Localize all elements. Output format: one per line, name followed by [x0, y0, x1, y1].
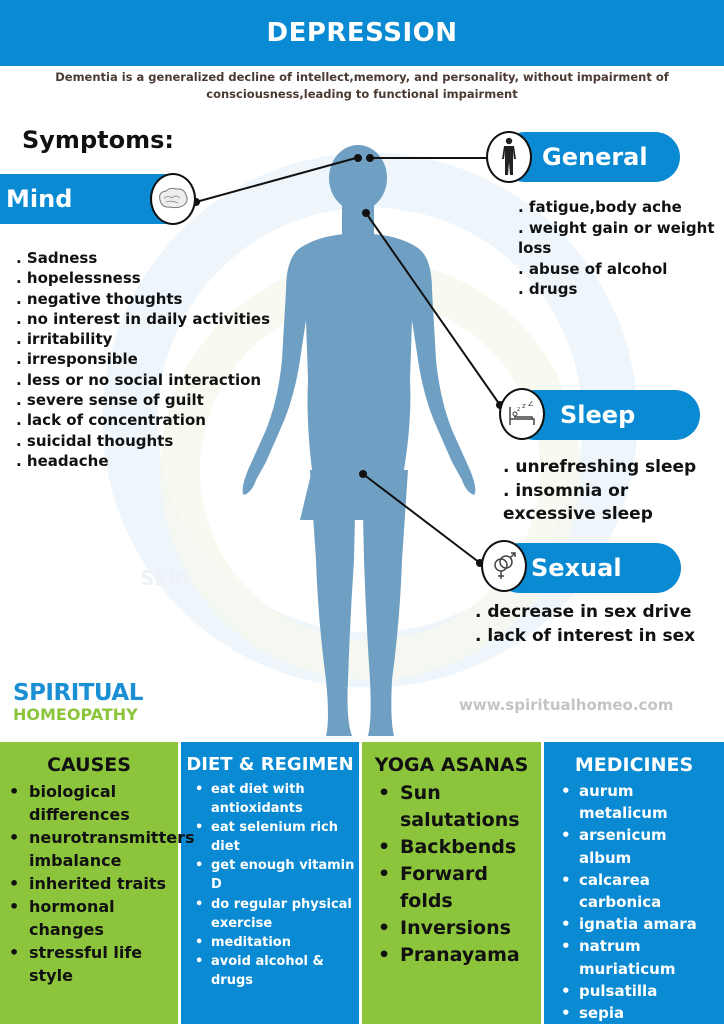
list-item: . negative thoughts	[16, 289, 183, 308]
medicines-list: aurum metalicum arsenicum album calcarea…	[544, 780, 724, 1024]
list-item: inherited traits	[9, 872, 174, 895]
list-item: meditation	[195, 933, 355, 952]
symptoms-heading: Symptoms:	[22, 126, 174, 154]
list-item: eat diet with antioxidants	[195, 780, 355, 818]
diet-list: eat diet with antioxidants eat selenium …	[181, 780, 359, 990]
list-item: Backbends	[378, 834, 537, 861]
list-item: pulsatilla	[561, 980, 722, 1002]
list-item: . drugs	[518, 280, 578, 298]
list-item: get enough vitamin D	[195, 856, 355, 894]
list-item: . lack of interest in sex	[475, 625, 696, 646]
human-body-icon	[486, 131, 532, 183]
brand-line-1: SPIRITUAL	[13, 680, 143, 706]
svg-text:Skin: Skin	[140, 566, 189, 590]
list-item: . fatigue,body ache	[518, 198, 682, 216]
list-item: . severe sense of guilt	[16, 391, 204, 410]
brand-logo: SPIRITUAL HOMEOPATHY	[13, 680, 143, 724]
list-item: biological differences	[9, 780, 174, 826]
list-item: stressful life style	[9, 941, 174, 987]
list-item: . headache	[16, 451, 109, 470]
list-item: do regular physical exercise	[195, 895, 355, 933]
list-item: . suicidal thoughts	[16, 431, 174, 450]
causes-panel: CAUSES biological differences neurotrans…	[0, 742, 194, 1024]
svg-text:z: z	[522, 402, 526, 410]
sleep-label-pill: Sleep	[510, 390, 700, 440]
list-item: hormonal changes	[9, 895, 174, 941]
mind-label: Mind	[6, 185, 73, 213]
list-item: . weight gain or weight loss	[518, 218, 715, 258]
svg-text:Z: Z	[528, 401, 534, 408]
definition-text: Dementia is a generalized decline of int…	[55, 70, 669, 101]
gender-symbols-icon	[481, 540, 527, 592]
list-item: . hopelessness	[16, 269, 141, 288]
medicines-title: MEDICINES	[574, 754, 694, 776]
list-item: . unrefreshing sleep	[503, 457, 697, 477]
list-item: . no interest in daily activities	[16, 309, 271, 328]
sexual-symptom-list: . decrease in sex drive . lack of intere…	[475, 601, 715, 648]
diet-regimen-panel: DIET & REGIMEN eat diet with antioxidant…	[181, 742, 359, 1024]
list-item: . abuse of alcohol	[518, 259, 668, 278]
diet-title: DIET & REGIMEN	[186, 754, 354, 775]
list-item: arsenicum album	[561, 824, 722, 868]
sleep-label: Sleep	[560, 401, 636, 429]
sexual-label: Sexual	[531, 554, 622, 582]
sleep-symptom-list: . unrefreshing sleep . insomnia or exces…	[503, 456, 718, 527]
title-banner: DEPRESSION	[0, 0, 724, 66]
general-symptom-list: . fatigue,body ache . weight gain or wei…	[518, 197, 718, 300]
page-title: DEPRESSION	[266, 18, 458, 48]
list-item: Inversions	[378, 915, 537, 942]
list-item: Sun salutations	[378, 780, 537, 834]
mind-symptom-list: . Sadness . hopelessness . negative thou…	[16, 248, 270, 471]
list-item: sepia	[561, 1002, 722, 1024]
general-label: General	[542, 143, 648, 171]
list-item: Forward folds	[378, 861, 537, 915]
list-item: . lack of concentration	[16, 411, 206, 430]
list-item: calcarea carbonica	[561, 869, 722, 913]
list-item: . irresponsible	[16, 350, 138, 369]
list-item: . irritability	[16, 330, 113, 349]
list-item: . less or no social interaction	[16, 370, 262, 389]
list-item: aurum metalicum	[561, 780, 722, 824]
list-item: neurotransmitters imbalance	[9, 826, 194, 872]
website-link[interactable]: www.spiritualhomeo.com	[459, 696, 674, 714]
svg-text:z: z	[517, 406, 520, 413]
list-item: eat selenium rich diet	[195, 818, 355, 856]
list-item: Pranayama	[378, 942, 537, 969]
list-item: . Sadness	[16, 249, 98, 267]
brain-icon	[150, 173, 196, 225]
yoga-list: Sun salutations Backbends Forward folds …	[362, 780, 541, 969]
causes-title: CAUSES	[47, 754, 131, 776]
brand-line-2: HOMEOPATHY	[13, 705, 138, 724]
list-item: . decrease in sex drive	[475, 602, 692, 622]
list-item: ignatia amara	[561, 913, 722, 935]
human-silhouette	[242, 145, 476, 736]
causes-list: biological differences neurotransmitters…	[0, 780, 194, 987]
yoga-title: YOGA ASANAS	[374, 754, 529, 776]
yoga-asanas-panel: YOGA ASANAS Sun salutations Backbends Fo…	[362, 742, 541, 1024]
list-item: natrum muriaticum	[561, 935, 722, 979]
list-item: . insomnia or excessive sleep	[503, 480, 653, 525]
info-panels: CAUSES biological differences neurotrans…	[0, 742, 724, 1024]
list-item: avoid alcohol & drugs	[195, 952, 355, 990]
medicines-panel: MEDICINES aurum metalicum arsenicum albu…	[544, 742, 724, 1024]
